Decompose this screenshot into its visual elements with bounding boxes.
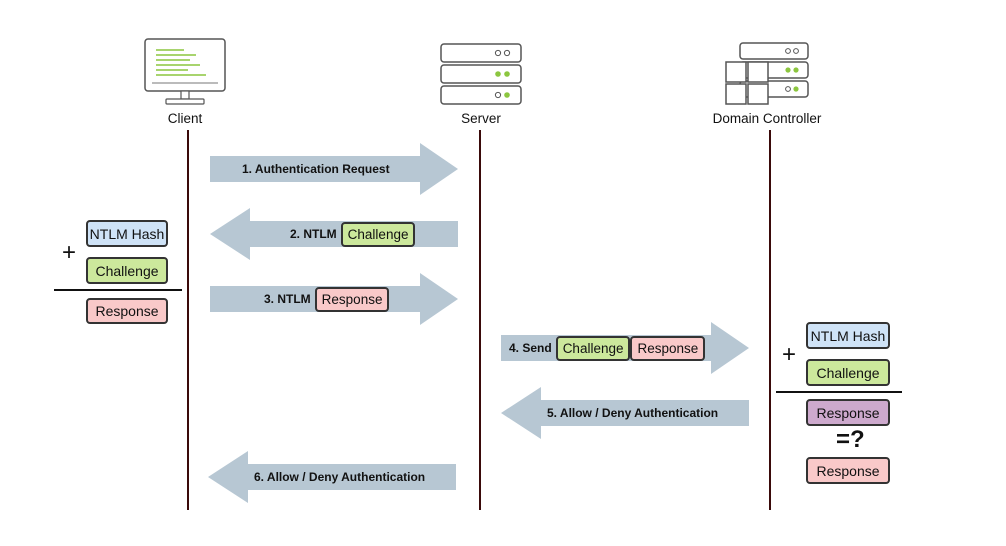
response-token: Response xyxy=(630,335,706,361)
message-2-arrow: 2. NTLM Challenge xyxy=(210,208,458,260)
message-4-label: 4. Send xyxy=(509,341,552,355)
client-plus-sign: + xyxy=(62,239,77,266)
message-3-arrow: 3. NTLM Response xyxy=(210,273,458,325)
domain-controller-label: Domain Controller xyxy=(712,111,822,126)
challenge-token: Challenge xyxy=(340,221,416,247)
client-sum-line xyxy=(54,289,182,291)
dc-challenge: Challenge xyxy=(806,359,890,386)
message-3-label: 3. NTLM xyxy=(264,292,311,306)
domain-controller-icon xyxy=(724,42,810,106)
dc-plus-sign: + xyxy=(782,341,797,368)
client-response: Response xyxy=(86,298,168,324)
message-5-arrow: 5. Allow / Deny Authentication xyxy=(501,387,749,439)
dc-received-response: Response xyxy=(806,457,890,484)
message-2-label: 2. NTLM xyxy=(290,227,337,241)
dc-ntlm-hash: NTLM Hash xyxy=(806,322,890,349)
message-4-arrow: 4. Send Challenge Response xyxy=(501,322,749,374)
dc-lifeline xyxy=(769,130,771,510)
message-5-label: 5. Allow / Deny Authentication xyxy=(547,406,719,420)
server-label: Server xyxy=(461,111,501,126)
message-1-label: 1. Authentication Request xyxy=(242,162,390,176)
client-challenge: Challenge xyxy=(86,257,168,284)
message-6-label: 6. Allow / Deny Authentication xyxy=(254,470,426,484)
dc-computed-response: Response xyxy=(806,399,890,426)
response-token: Response xyxy=(314,286,390,312)
server-lifeline xyxy=(479,130,481,510)
dc-sum-line xyxy=(776,391,902,393)
challenge-token: Challenge xyxy=(555,335,631,361)
server-icon xyxy=(440,43,522,105)
message-1-arrow: 1. Authentication Request xyxy=(210,143,458,195)
message-6-arrow: 6. Allow / Deny Authentication xyxy=(208,451,456,503)
client-computer-icon xyxy=(144,38,226,106)
client-ntlm-hash: NTLM Hash xyxy=(86,220,168,247)
client-label: Client xyxy=(167,111,203,126)
dc-compare-sign: =? xyxy=(836,426,865,453)
client-lifeline xyxy=(187,130,189,510)
